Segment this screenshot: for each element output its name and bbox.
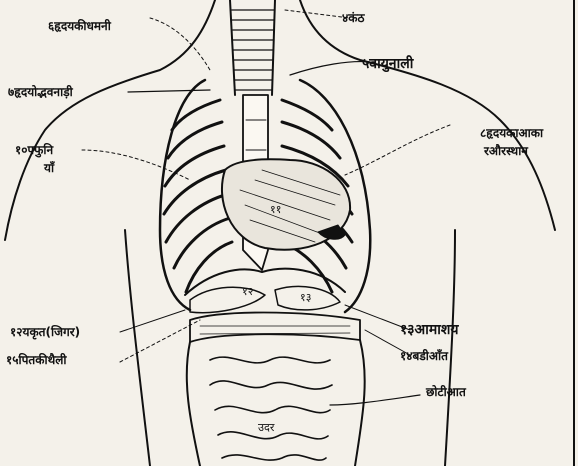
organ-number-heart: ११ bbox=[270, 202, 281, 218]
label-trachea: ५वायुनाली bbox=[362, 56, 413, 72]
small-intestine bbox=[210, 381, 332, 389]
small-intestine bbox=[215, 406, 330, 412]
pointer-line bbox=[120, 310, 185, 332]
organ-number-stomach: १३ bbox=[300, 290, 311, 306]
trachea-rings bbox=[232, 10, 274, 90]
label-heart-position-line1: ८हृदयकाआका bbox=[480, 125, 543, 141]
organ-number-liver: १२ bbox=[242, 284, 253, 300]
label-stomach: १३आमाशय bbox=[400, 322, 459, 338]
label-lungs-line1: १०फ्फुनि bbox=[15, 142, 53, 158]
colon-ascending bbox=[187, 342, 200, 466]
colon-transverse bbox=[190, 313, 360, 343]
liver bbox=[190, 287, 265, 312]
rib bbox=[174, 218, 230, 268]
pointer-line bbox=[285, 10, 350, 18]
label-large-intestine: १४बडीआँत bbox=[400, 348, 448, 364]
pointer-line bbox=[290, 62, 370, 75]
colon-hatch bbox=[200, 326, 350, 334]
body-outline bbox=[5, 0, 215, 240]
rib bbox=[168, 122, 222, 158]
label-coronary-artery: ६हृदयकीधमनी bbox=[48, 18, 111, 34]
pointer-line bbox=[330, 395, 420, 405]
small-intestine bbox=[210, 357, 330, 363]
pointer-line bbox=[128, 90, 210, 92]
label-larynx: ४कंठ bbox=[342, 10, 364, 26]
trachea bbox=[230, 0, 275, 95]
organ-label-abdomen: उदर bbox=[258, 420, 274, 436]
pointer-line bbox=[345, 125, 450, 175]
rib bbox=[186, 242, 232, 292]
label-small-intestine: छोटीआत bbox=[426, 384, 466, 400]
small-intestine bbox=[222, 455, 326, 460]
label-heart-position-line2: रऔरस्थान bbox=[484, 143, 528, 159]
ribcage bbox=[160, 80, 205, 310]
label-lungs-line2: याँ bbox=[44, 160, 54, 176]
label-liver: १२यकृत(जिगर) bbox=[10, 324, 80, 340]
pointer-line bbox=[150, 18, 210, 70]
label-cardiac-vein: ७हृदयोद्भवनाड़ी bbox=[8, 84, 73, 100]
label-gallbladder: १५पितकीथैली bbox=[6, 352, 66, 368]
